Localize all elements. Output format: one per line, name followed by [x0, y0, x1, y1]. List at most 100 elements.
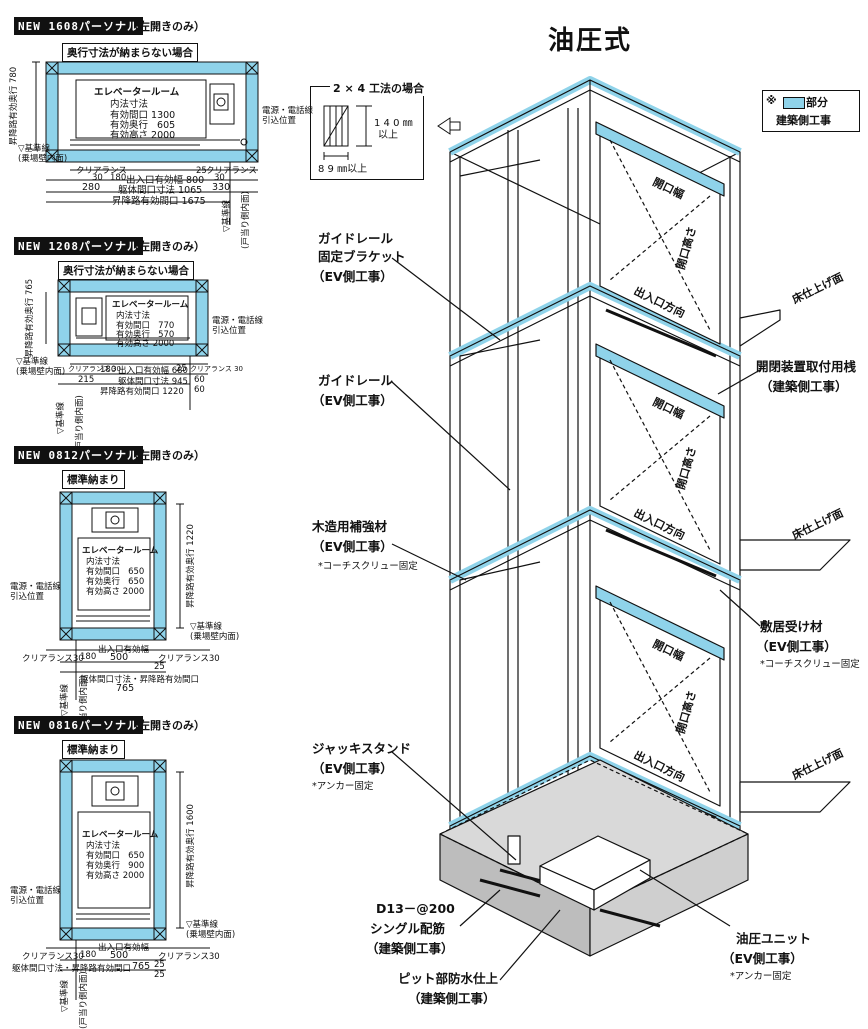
room-inner-label: 内法寸法 [116, 311, 151, 321]
jack-stand-label: （EV側工事） [312, 761, 393, 776]
dim-value: 215 [78, 375, 95, 385]
opening-width-label: 開口幅 [650, 395, 686, 422]
dim-value: 280 [82, 182, 101, 193]
model-opening-note: （左開きのみ） [128, 20, 205, 33]
power-label: 電源・電話線 [10, 886, 62, 896]
pit-label: ピット部防水仕上 [398, 971, 499, 986]
entrance-direction-label: 出入口方向 [631, 748, 687, 785]
base-line-label: ▽基準線 [16, 357, 49, 367]
opening-height-label: 開口高さ [674, 225, 699, 272]
room-row: 有効高さ 2000 [86, 871, 145, 881]
dim-entrance: 出入口有効幅 [98, 645, 150, 655]
power-label: 電源・電話線 [10, 582, 62, 592]
sill-label: 敷居受け材 [760, 619, 823, 634]
room-row: 有効奥行 570 [116, 330, 175, 340]
page-title: 油圧式 [548, 26, 633, 56]
base-line-bottom: ▽基準線 [56, 401, 67, 435]
dim-clearance: クリアランス [76, 166, 127, 176]
sill-note: *コーチスクリュー固定 [760, 659, 860, 670]
oil-unit-note: *アンカー固定 [730, 971, 792, 982]
plan-subhead: 奥行寸法が納まらない場合 [58, 261, 194, 280]
power-label: 電源・電話線 [262, 106, 314, 116]
power-label: 電源・電話線 [212, 316, 264, 326]
dim-entrance: 出入口有効幅 [98, 943, 150, 953]
guide-rail-label: ガイドレール [318, 373, 394, 388]
rebar-label: （建築側工事） [366, 941, 454, 956]
room-row: 有効高さ 2000 [86, 587, 145, 597]
room-inner-label: 内法寸法 [110, 99, 149, 110]
dim-value: 25 [196, 166, 207, 176]
base-line-bottom: ▽基準線 [222, 199, 233, 233]
room-row: 有効奥行 900 [86, 861, 145, 871]
room-row: 有効間口 770 [116, 321, 175, 331]
dim-clearance: クリアランス30 [22, 952, 84, 962]
room-row: 有効高さ 2000 [110, 130, 176, 141]
floor-finish-label: 床仕上げ面 [790, 746, 846, 783]
room-title: エレベータールーム [112, 300, 189, 310]
guide-bracket-label: （EV側工事） [312, 269, 393, 284]
base-line-label: ▽基準線 [190, 622, 223, 632]
detail-dim-height: 1 4 0 ㎜ [374, 118, 413, 129]
room-inner-label: 内法寸法 [86, 841, 121, 851]
legend-swatch [783, 97, 805, 109]
plan-subhead: 標準納まり [62, 740, 125, 759]
base-line-label: (乗場壁内面) [18, 154, 68, 164]
dim-value: 180 [110, 173, 127, 183]
plan-subhead: 奥行寸法が納まらない場合 [62, 43, 198, 62]
model-tag: NEW 1608パーソナル [14, 17, 143, 35]
dim-value: 25 [176, 364, 187, 374]
model-opening-note: （左開きのみ） [128, 719, 205, 732]
dim-entrance: 出入口有効幅 800 [126, 175, 205, 186]
base-line-bottom: (戸当り側内面) [74, 395, 85, 453]
legend-subtext: 建築側工事 [776, 114, 831, 127]
dim-value: 60 [194, 375, 205, 385]
power-label: 引込位置 [262, 116, 297, 126]
base-line-label: (乗場壁内面) [186, 930, 236, 940]
detail-title: 2 × 4 工法の場合 [330, 80, 428, 96]
legend-box [762, 90, 860, 132]
entrance-direction-label: 出入口方向 [631, 506, 687, 543]
dim-entrance: 出入口有効幅 680 [118, 366, 188, 376]
base-line-bottom: (戸当り側内面) [78, 971, 89, 1029]
oil-unit-label: （EV側工事） [722, 951, 803, 966]
base-line-label: (乗場壁内面) [16, 367, 66, 377]
rebar-label: シングル配筋 [370, 921, 446, 936]
room-inner-label: 内法寸法 [86, 557, 121, 567]
room-title: エレベータールーム [94, 87, 180, 98]
opening-height-label: 開口高さ [674, 445, 699, 492]
dim-shaft: 昇降路有効間口 1220 [100, 387, 184, 397]
room-row: 有効間口 650 [86, 851, 145, 861]
model-tag: NEW 0812パーソナル [14, 446, 143, 464]
floor-finish-label: 床仕上げ面 [790, 270, 846, 307]
dim-value: 30 [92, 173, 103, 183]
base-line-label: ▽基準線 [18, 144, 51, 154]
base-line-bottom: ▽基準線 [60, 683, 71, 717]
opening-width-label: 開口幅 [650, 637, 686, 664]
dim-value: 25 [154, 970, 165, 980]
power-label: 引込位置 [10, 896, 45, 906]
dim-value: 765 [132, 961, 151, 972]
dim-clearance: クリアランス 30 [190, 365, 243, 373]
dim-frame: 躯体間口寸法・昇降路有効間口 [80, 675, 200, 685]
dim-clearance: クリアランス30 [158, 654, 220, 664]
pit-label: （建築側工事） [408, 991, 496, 1006]
model-opening-note: （左開きのみ） [128, 449, 205, 462]
dim-value: 500 [110, 950, 129, 961]
dim-frame: 躯体間口寸法 1065 [118, 185, 203, 196]
room-row: 有効間口 1300 [110, 110, 176, 121]
dim-value: 25 [154, 662, 165, 672]
dim-frame: 躯体間口寸法・昇降路有効間口 [12, 964, 132, 974]
oil-unit-label: 油圧ユニット [736, 931, 812, 946]
jack-stand-label: ジャッキスタンド [312, 741, 412, 756]
power-label: 引込位置 [212, 326, 247, 336]
legend-text: 部分 [806, 96, 828, 109]
door-stud-label: （建築側工事） [760, 379, 848, 394]
room-row: 有効奥行 605 [110, 120, 176, 131]
model-tag: NEW 1208パーソナル [14, 237, 143, 255]
side-depth-label: 昇降路有効奥行 1220 [185, 524, 196, 608]
dim-value: 60 [194, 385, 205, 395]
room-row: 有効奥行 650 [86, 577, 145, 587]
dim-clearance: クリアランス 30 [68, 365, 121, 373]
side-depth-label: 昇降路有効奥行 1600 [185, 804, 196, 888]
dim-frame: 躯体間口寸法 945 [118, 377, 188, 387]
